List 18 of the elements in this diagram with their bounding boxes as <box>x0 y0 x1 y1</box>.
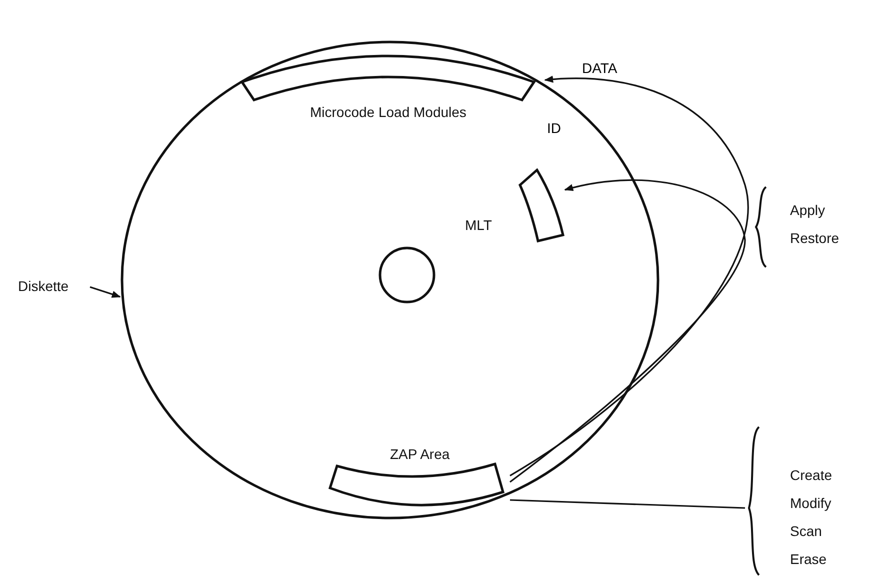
operation-name: Erase <box>790 551 827 567</box>
track-band <box>465 165 565 245</box>
edge-label: ID <box>545 120 563 136</box>
arrow <box>90 286 121 298</box>
band-label: ZAP Area <box>390 446 450 462</box>
operation-name: Apply <box>790 202 826 218</box>
band-label: Microcode Load Modules <box>310 104 466 120</box>
arrow <box>510 179 746 483</box>
operation-name: Restore <box>790 230 840 246</box>
arrow <box>510 76 749 476</box>
band-label: MLT <box>465 217 492 233</box>
operation-name: Modify <box>790 495 832 511</box>
diskette-disk <box>120 40 660 520</box>
operation-name: Create <box>790 467 832 483</box>
operation-name: Scan <box>790 523 822 539</box>
connector-line <box>510 499 746 509</box>
edge-label: DATA <box>580 60 620 76</box>
diskette-label: Diskette <box>18 278 69 294</box>
